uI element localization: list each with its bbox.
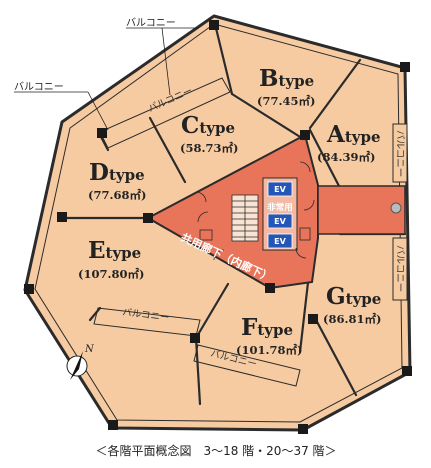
unit-type-letter: A xyxy=(326,121,346,148)
callout-balcony-left-text: バルコニー xyxy=(14,81,64,93)
structural-columns xyxy=(24,20,412,434)
unit-e: Etype (107.80㎡) xyxy=(78,237,144,281)
unit-type-letter: C xyxy=(181,112,199,139)
unit-type-letter: B xyxy=(259,65,278,92)
svg-text:Ftype: Ftype xyxy=(241,314,293,341)
elevator-2 xyxy=(267,213,293,229)
column-right-mid xyxy=(308,314,318,324)
building-inner-wall xyxy=(34,23,403,423)
unit-area: (86.81㎡) xyxy=(323,312,381,326)
column-left xyxy=(57,212,67,222)
staircase xyxy=(231,194,259,242)
unit-type-suffix: type xyxy=(106,244,142,262)
callout-balcony-top-text: バルコニー xyxy=(126,17,176,29)
svg-text:Etype: Etype xyxy=(88,237,141,264)
column-core-bottom xyxy=(265,283,275,293)
unit-area: (101.78㎡) xyxy=(236,343,302,357)
elevators: EV 非常用 EV EV xyxy=(262,177,298,251)
service-marker xyxy=(390,202,402,214)
floor-caption: ＜各階平面概念図 3〜18 階・20〜37 階＞ xyxy=(95,443,336,458)
compass-north-label: N xyxy=(84,344,95,355)
column-bottom-left xyxy=(108,420,118,430)
unit-d: Dtype (77.68㎡) xyxy=(88,159,146,202)
svg-text:Ctype: Ctype xyxy=(181,112,235,139)
svg-text:Gtype: Gtype xyxy=(326,283,381,310)
callout-balcony-left: バルコニー xyxy=(14,81,109,131)
elevator-1 xyxy=(267,181,293,197)
compass: N xyxy=(66,344,95,380)
balcony-right-upper xyxy=(392,123,408,183)
svg-text:Btype: Btype xyxy=(259,65,314,92)
column-bottom-right xyxy=(298,424,308,434)
column-lower-left-corner xyxy=(24,284,34,294)
unit-type-suffix: type xyxy=(345,128,381,146)
column-right-top xyxy=(400,62,410,72)
unit-type-letter: G xyxy=(326,283,346,310)
svg-text:Atype: Atype xyxy=(326,121,381,148)
column-core-left xyxy=(143,213,153,223)
balcony-right-lower xyxy=(392,237,408,301)
unit-c: Ctype (58.73㎡) xyxy=(180,112,238,155)
unit-b: Btype (77.45㎡) xyxy=(257,65,315,108)
unit-area: (84.39㎡) xyxy=(317,150,375,164)
compass-needle-icon xyxy=(70,351,83,380)
column-lower-mid xyxy=(190,333,200,343)
elevator-3 xyxy=(267,233,293,249)
column-core-top xyxy=(300,130,310,140)
unit-type-suffix: type xyxy=(109,166,145,184)
east-corridor-wing xyxy=(317,185,406,235)
unit-area: (77.45㎡) xyxy=(257,94,315,108)
unit-type-letter: F xyxy=(241,314,258,341)
column-right-bottom xyxy=(402,366,412,376)
unit-a: Atype (84.39㎡) xyxy=(317,121,381,164)
unit-type-letter: E xyxy=(88,237,106,264)
column-top xyxy=(209,20,219,30)
emergency-elevator-label-1: 非常用 xyxy=(267,202,293,213)
unit-type-suffix: type xyxy=(199,119,235,137)
svg-text:Dtype: Dtype xyxy=(89,159,145,186)
unit-area: (77.68㎡) xyxy=(88,188,146,202)
unit-g: Gtype (86.81㎡) xyxy=(323,283,381,326)
core-doors xyxy=(195,161,315,261)
unit-type-suffix: type xyxy=(278,72,314,90)
balcony-label-right-lower: バルコニー xyxy=(394,245,405,292)
emergency-elevator-label-2: EV xyxy=(274,217,286,226)
balcony-label-right-upper: バルコニー xyxy=(394,130,405,177)
callout-balcony-top: バルコニー xyxy=(126,17,198,96)
balcony-bottom xyxy=(193,344,301,387)
unit-type-letter: D xyxy=(89,159,109,186)
unit-type-suffix: type xyxy=(346,290,382,308)
elevator-3-label: EV xyxy=(274,237,286,246)
unit-area: (107.80㎡) xyxy=(78,267,144,281)
elevator-1-label: EV xyxy=(274,185,286,194)
unit-f: Ftype (101.78㎡) xyxy=(236,314,302,357)
column-upper-left xyxy=(97,128,107,138)
unit-area: (58.73㎡) xyxy=(180,141,238,155)
unit-type-suffix: type xyxy=(257,321,293,339)
